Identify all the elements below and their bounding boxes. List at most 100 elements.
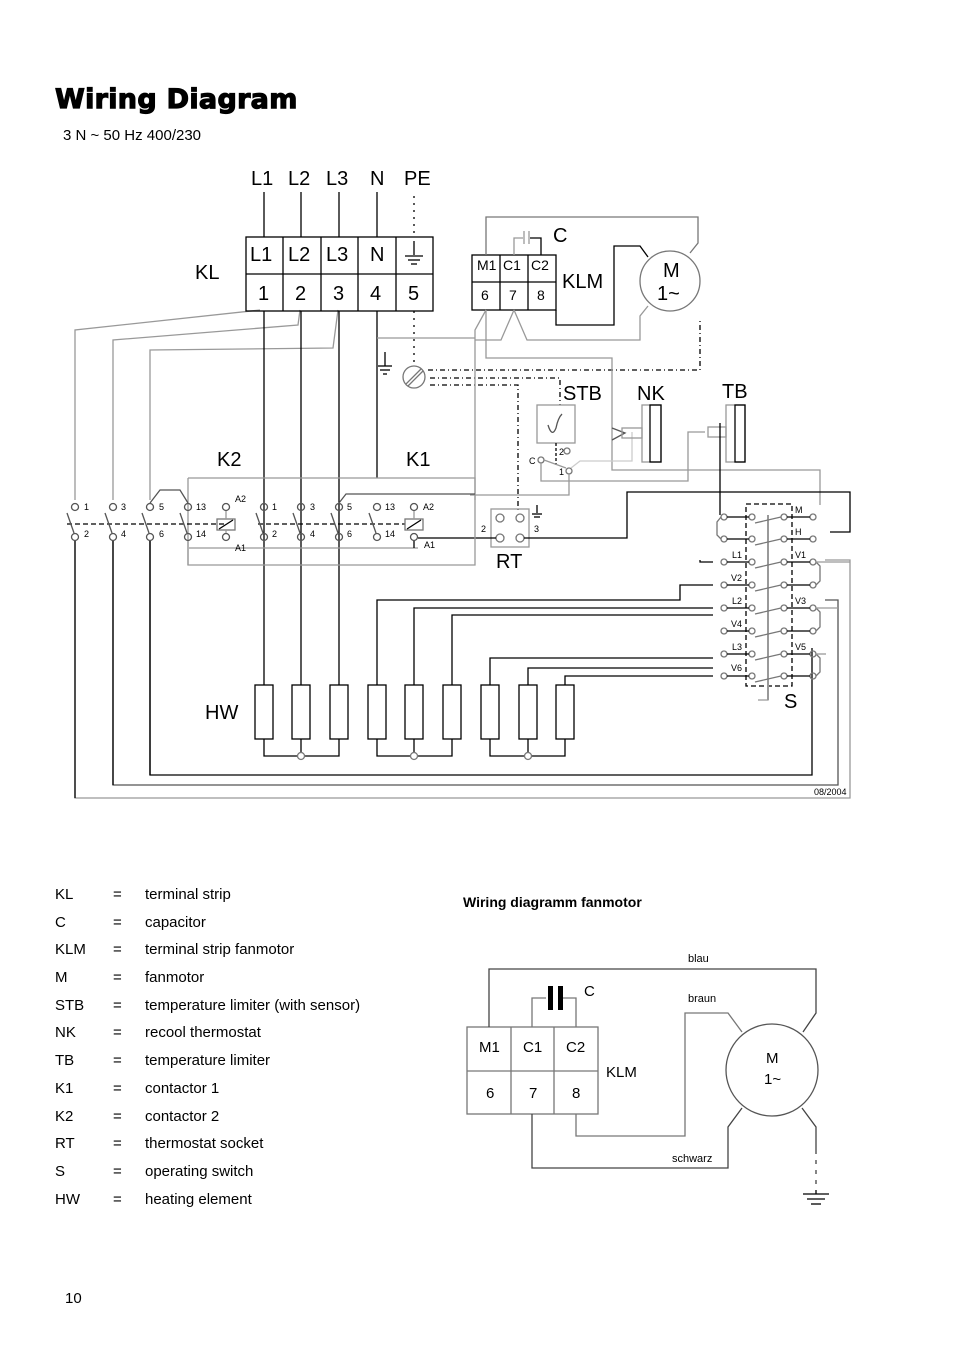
legend-eq: = bbox=[113, 969, 122, 987]
legend-desc: terminal strip bbox=[145, 886, 231, 903]
legend-desc: capacitor bbox=[145, 913, 206, 931]
wire-label-blau: blau bbox=[688, 953, 709, 965]
kl-cell-l1: L1 bbox=[250, 244, 272, 266]
klm-cell-c2: C2 bbox=[531, 257, 549, 273]
legend-desc: heating element bbox=[145, 1190, 252, 1208]
switch-label-l2: L2 bbox=[732, 596, 742, 606]
stb-contact-1: 1 bbox=[559, 467, 564, 477]
klm-cell-m1: M1 bbox=[477, 257, 497, 273]
legend-eq: = bbox=[113, 1135, 122, 1153]
supply-label-pe: PE bbox=[404, 168, 431, 190]
legend-row: HW=heating element bbox=[55, 1191, 435, 1219]
legend-eq: = bbox=[113, 1162, 122, 1180]
legend-eq: = bbox=[113, 1052, 122, 1070]
k2-contact-2: 2 bbox=[84, 529, 89, 539]
legend-abbr: STB bbox=[55, 996, 85, 1014]
kl-cell-l2: L2 bbox=[288, 244, 310, 266]
legend-desc: temperature limiter (with sensor) bbox=[145, 996, 361, 1014]
k1-contact-1: 1 bbox=[272, 502, 277, 512]
legend-abbr: TB bbox=[55, 1052, 75, 1070]
k1-contact-6: 6 bbox=[347, 529, 352, 539]
legend-row: K1=contactor 1 bbox=[55, 1080, 435, 1108]
legend-row: RT=thermostat socket bbox=[55, 1135, 435, 1163]
legend-desc: recool thermostat bbox=[145, 1024, 261, 1042]
fan-klm-cell-8: 8 bbox=[572, 1085, 580, 1102]
kl-cell-3: 3 bbox=[333, 283, 344, 305]
legend: KL=terminal strip C=capacitor KLM=termin… bbox=[55, 886, 435, 1218]
nk-label: NK bbox=[637, 383, 665, 405]
legend-abbr: KLM bbox=[55, 941, 86, 959]
legend-abbr: K1 bbox=[55, 1079, 74, 1097]
stb-contact-2: 2 bbox=[559, 447, 564, 457]
rt-label: RT bbox=[496, 551, 522, 573]
legend-abbr: S bbox=[55, 1162, 66, 1180]
legend-eq: = bbox=[113, 941, 122, 959]
k1-coil-a1: A1 bbox=[424, 540, 435, 550]
switch-label-l3: L3 bbox=[732, 642, 742, 652]
wire-label-schwarz: schwarz bbox=[672, 1153, 712, 1165]
k1-contact-2: 2 bbox=[272, 529, 277, 539]
legend-desc: fanmotor bbox=[145, 969, 205, 987]
hw-label: HW bbox=[205, 702, 238, 724]
kl-cell-1: 1 bbox=[258, 283, 269, 305]
page-title: Wiring Diagram bbox=[54, 83, 298, 115]
stb-label: STB bbox=[563, 383, 602, 405]
legend-eq: = bbox=[113, 1024, 122, 1042]
switch-label-v3: V3 bbox=[795, 596, 806, 606]
legend-abbr: KL bbox=[55, 886, 74, 903]
date-code: 08/2004 bbox=[814, 787, 847, 797]
legend-eq: = bbox=[113, 1107, 122, 1125]
fanmotor-diagram-title: Wiring diagramm fanmotor bbox=[463, 894, 642, 910]
stb-contact-c: C bbox=[529, 456, 536, 466]
legend-abbr: M bbox=[55, 969, 68, 987]
legend-row: K2=contactor 2 bbox=[55, 1108, 435, 1136]
fanmotor-diagram bbox=[466, 968, 829, 1205]
klm-label: KLM bbox=[562, 271, 603, 293]
k1-contact-14: 14 bbox=[385, 529, 395, 539]
heating-elements bbox=[254, 684, 575, 761]
switch-label-l1: L1 bbox=[732, 550, 742, 560]
fan-klm-cell-6: 6 bbox=[486, 1085, 494, 1102]
tb-label: TB bbox=[722, 381, 748, 403]
legend-desc: contactor 2 bbox=[145, 1107, 220, 1125]
k1-coil-a2: A2 bbox=[423, 502, 434, 512]
kl-cell-4: 4 bbox=[370, 283, 381, 305]
legend-row: STB = temperature limiter (with sensor) bbox=[55, 997, 435, 1025]
klm-cell-7: 7 bbox=[509, 287, 517, 303]
legend-row: M = fanmotor bbox=[55, 969, 435, 997]
legend-desc: terminal strip fanmotor bbox=[145, 941, 295, 959]
legend-row: NK = recool thermostat bbox=[55, 1024, 435, 1052]
switch-label-v6: V6 bbox=[731, 663, 742, 673]
rt-pin-3: 3 bbox=[534, 524, 539, 534]
kl-cell-l3: L3 bbox=[326, 244, 348, 266]
legend-row: TB = temperature limiter bbox=[55, 1052, 435, 1080]
k2-contact-1: 1 bbox=[84, 502, 89, 512]
k2-contact-14: 14 bbox=[196, 529, 206, 539]
legend-abbr: NK bbox=[55, 1024, 76, 1042]
fan-klm-cell-c1: C1 bbox=[523, 1039, 542, 1056]
fan-motor-label-phase: 1~ bbox=[764, 1071, 781, 1088]
rt-pin-2: 2 bbox=[481, 524, 486, 534]
legend-row: KL=terminal strip bbox=[55, 886, 435, 914]
k2-contact-3: 3 bbox=[121, 502, 126, 512]
fan-klm-cell-m1: M1 bbox=[479, 1039, 500, 1056]
klm-cell-6: 6 bbox=[481, 287, 489, 303]
wire-label-braun: braun bbox=[688, 993, 716, 1005]
legend-eq: = bbox=[113, 996, 122, 1014]
kl-cell-5: 5 bbox=[408, 283, 419, 305]
switch-label-v5: V5 bbox=[795, 642, 806, 652]
fan-motor-label-m: M bbox=[766, 1050, 779, 1067]
legend-eq: = bbox=[113, 1190, 122, 1208]
k2-coil-a2: A2 bbox=[235, 494, 246, 504]
k2-coil-a1: A1 bbox=[235, 543, 246, 553]
page-number: 10 bbox=[65, 1290, 82, 1307]
switch-label-v4: V4 bbox=[731, 619, 742, 629]
fan-klm-cell-7: 7 bbox=[529, 1085, 537, 1102]
k1-contact-13: 13 bbox=[385, 502, 395, 512]
legend-desc: temperature limiter bbox=[145, 1052, 271, 1070]
k1-contact-5: 5 bbox=[347, 502, 352, 512]
kl-cell-n: N bbox=[370, 244, 384, 266]
legend-eq: = bbox=[113, 1079, 122, 1097]
k1-contact-4: 4 bbox=[310, 529, 315, 539]
switch-label-m: M bbox=[795, 505, 803, 515]
